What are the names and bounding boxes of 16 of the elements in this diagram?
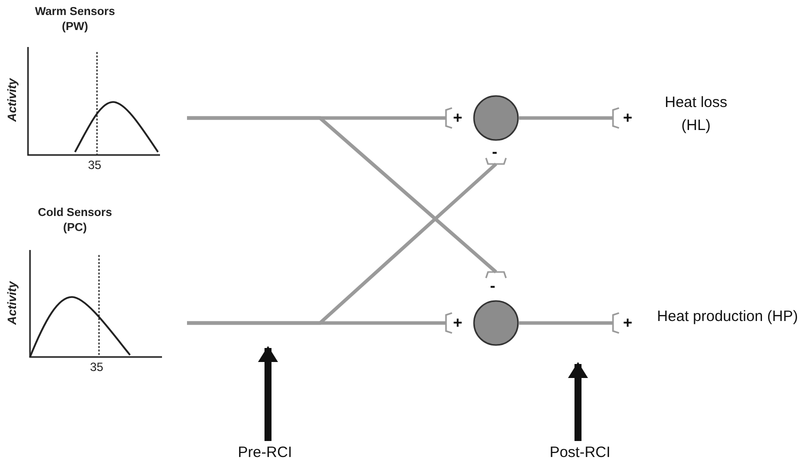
connector-line: [187, 116, 498, 274]
tick-label: 35: [90, 360, 104, 374]
arrow-label: Pre-RCI: [236, 443, 294, 463]
connector-line: [519, 116, 613, 120]
tick-label: 35: [88, 158, 102, 172]
plot-title: Cold Sensors (PC): [36, 206, 114, 236]
connector-line: [187, 162, 498, 325]
axis-label: Activity: [5, 280, 19, 327]
arrow-label: Post-RCI: [548, 443, 612, 463]
arrow: [258, 346, 278, 441]
output-label: Heat loss (HL): [664, 93, 728, 136]
connector-line: [519, 321, 613, 325]
arrow: [568, 362, 588, 441]
plot-title: Warm Sensors (PW): [34, 5, 116, 35]
output-label: Heat production (HP): [656, 307, 799, 327]
axis-label: Activity: [5, 77, 19, 124]
